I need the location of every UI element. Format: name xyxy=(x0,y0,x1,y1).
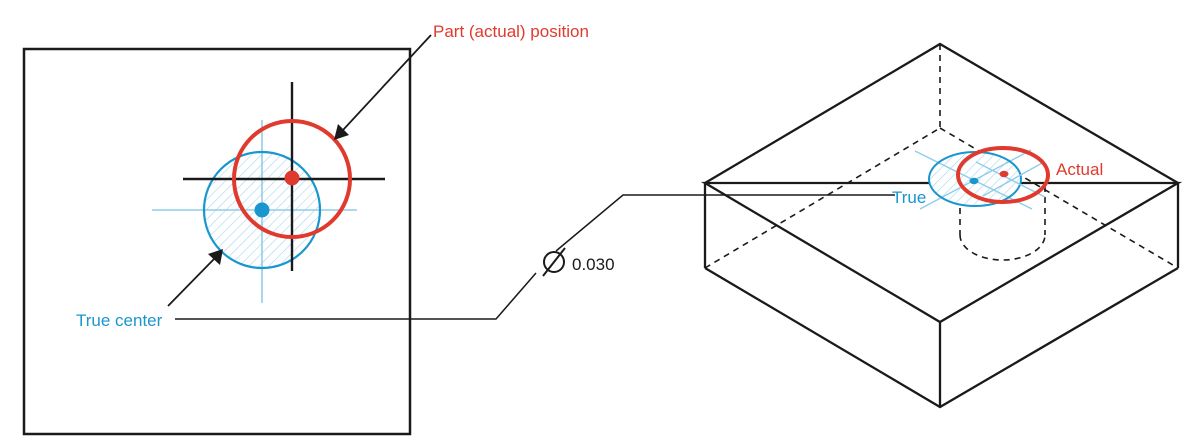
iso-actual-dot xyxy=(999,170,1009,178)
tolerance-leader xyxy=(175,194,895,320)
true-center-leader xyxy=(167,249,223,307)
diameter-symbol xyxy=(542,247,566,277)
actual-position-leader xyxy=(334,34,432,140)
actual-center-dot xyxy=(284,170,300,186)
arrowhead-icon xyxy=(208,249,223,265)
true-position-circle xyxy=(202,150,322,270)
iso-actual-label: Actual xyxy=(1056,160,1103,179)
iso-actual-crosshair xyxy=(975,161,1046,198)
iso-true-dot xyxy=(969,177,979,185)
iso-true-label: True xyxy=(892,188,926,207)
actual-position-circle xyxy=(232,119,352,239)
hidden-hole xyxy=(959,186,1046,261)
plan-view xyxy=(22,34,432,436)
true-center-label: True center xyxy=(76,311,163,330)
actual-position-label: Part (actual) position xyxy=(433,22,589,41)
arrowhead-icon xyxy=(334,124,349,140)
part-outline-square xyxy=(22,47,412,436)
iso-actual-circle xyxy=(956,146,1050,204)
true-center-dot xyxy=(254,202,270,218)
tolerance-value: 0.030 xyxy=(572,255,615,274)
isometric-block xyxy=(700,42,1183,409)
